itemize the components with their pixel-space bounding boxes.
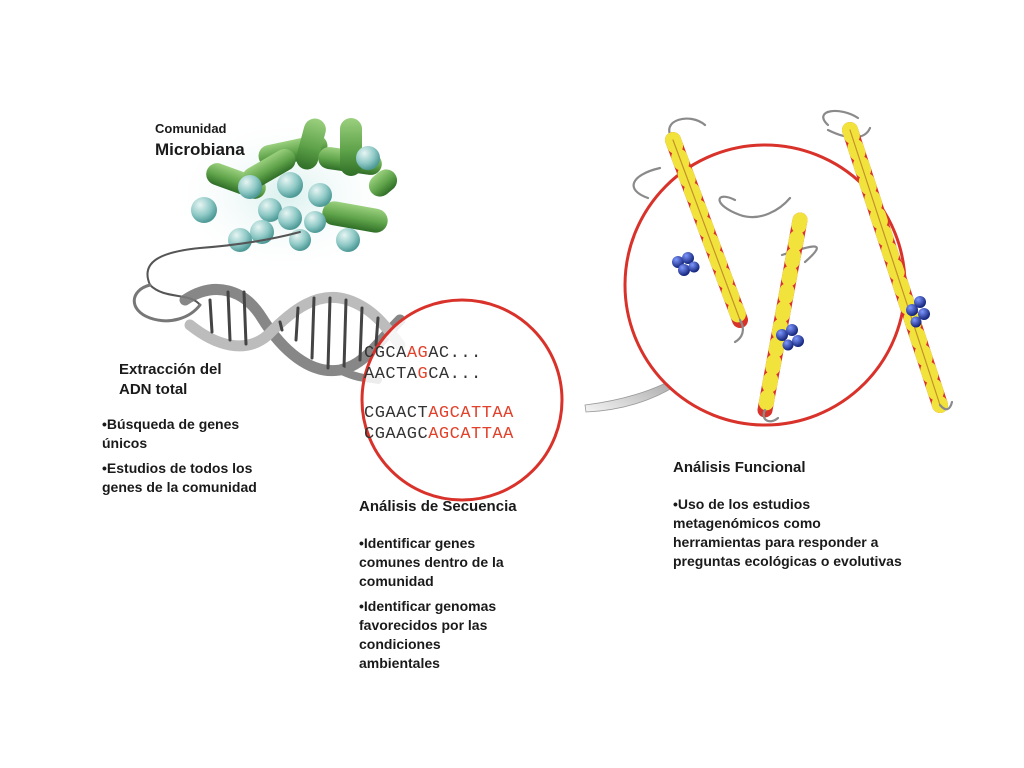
extraction-heading-line2: ADN total	[119, 381, 188, 398]
extraction-bullets: •Búsqueda de genes únicos •Estudios de t…	[102, 415, 257, 503]
sequence-line-4: CGAAGCAGCATTAA	[364, 425, 514, 444]
sequence-line-1: CGCAAGAC...	[364, 344, 482, 363]
sequence-line-3: CGAACTAGCATTAA	[364, 404, 514, 423]
sequence-bullet: •Identificar genomas favorecidos por las…	[359, 598, 497, 671]
community-label-large: Microbiana	[155, 140, 245, 159]
protein-helices	[632, 109, 954, 423]
sequence-line-2: AACTAGCA...	[364, 365, 482, 384]
microbial-community	[170, 115, 400, 275]
extraction-bullet: •Estudios de todos los genes de la comun…	[102, 460, 257, 495]
sequence-bullet: •Identificar genes comunes dentro de la …	[359, 535, 504, 589]
functional-heading: Análisis Funcional	[673, 459, 806, 476]
sequence-magnifier-circle	[360, 298, 564, 502]
community-label-small: Comunidad	[155, 121, 227, 136]
extraction-heading: Extracción del ADN total	[119, 360, 222, 400]
extraction-bullet: •Búsqueda de genes únicos	[102, 416, 240, 451]
atom-clusters	[672, 252, 930, 351]
sequence-bullets: •Identificar genes comunes dentro de la …	[359, 534, 504, 679]
dna-double-helix	[132, 231, 406, 384]
functional-bullet: •Uso de los estudios metagenómicos como …	[673, 496, 902, 569]
sequence-heading: Análisis de Secuencia	[359, 498, 517, 515]
bacteria-spheres	[191, 146, 380, 252]
extraction-heading-line1: Extracción del	[119, 361, 222, 378]
